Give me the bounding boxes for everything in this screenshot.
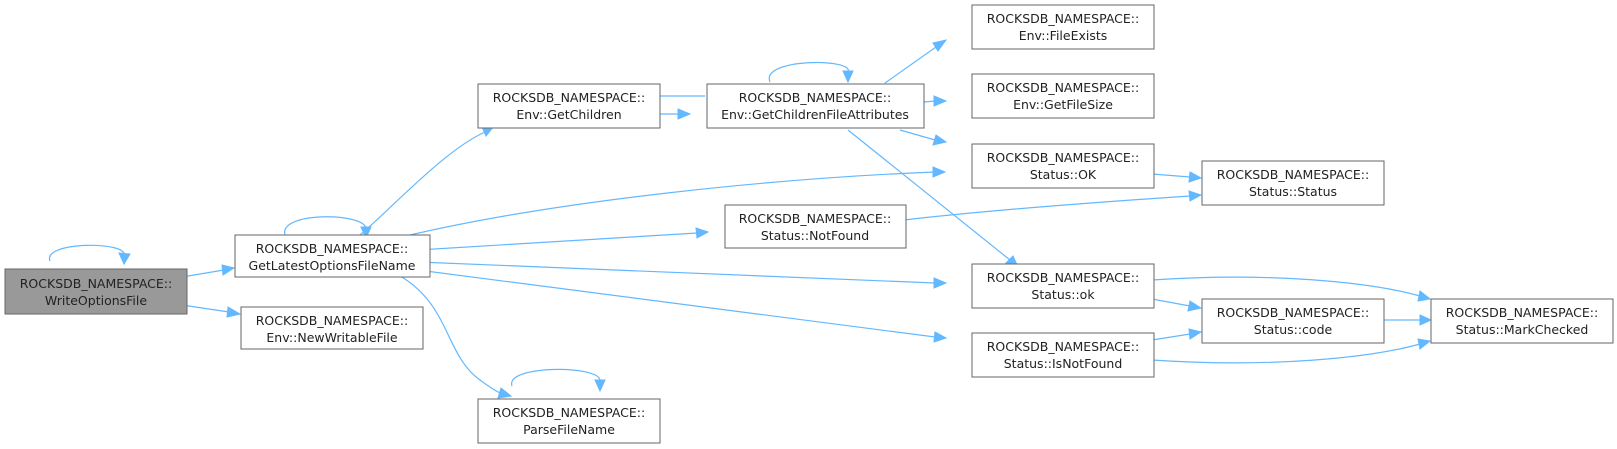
node-get-latest-options-file-name-line1: ROCKSDB_NAMESPACE:: [256, 241, 408, 256]
node-status-mark-checked[interactable]: ROCKSDB_NAMESPACE:: Status::MarkChecked [1430, 298, 1614, 344]
edge-getlatest-statusok-lower [417, 261, 948, 289]
node-env-get-children-line1: ROCKSDB_NAMESPACE:: [493, 90, 645, 105]
node-env-new-writable-file-line1: ROCKSDB_NAMESPACE:: [256, 313, 408, 328]
edge-writeoptionsfile-getlatest [181, 264, 236, 278]
node-status-code[interactable]: ROCKSDB_NAMESPACE:: Status::code [1201, 298, 1385, 344]
node-env-file-exists-line2: Env::FileExists [1019, 28, 1108, 43]
edge-parsefilename-self [511, 368, 606, 393]
edge-isnotfound-markchecked [1151, 338, 1432, 364]
edge-writeoptionsfile-self [49, 244, 131, 266]
node-status-is-not-found-line1: ROCKSDB_NAMESPACE:: [987, 339, 1139, 354]
edge-getlatest-notfound [417, 227, 710, 251]
node-status-not-found[interactable]: ROCKSDB_NAMESPACE:: Status::NotFound [724, 204, 907, 249]
node-env-get-children-file-attributes-line1: ROCKSDB_NAMESPACE:: [739, 90, 891, 105]
node-get-latest-options-file-name-line2: GetLatestOptionsFileName [249, 258, 416, 273]
edge-statusok-lower-code [1151, 298, 1203, 312]
node-env-get-file-size[interactable]: ROCKSDB_NAMESPACE:: Env::GetFileSize [971, 73, 1155, 119]
edge-statusok-statusstatus [1151, 171, 1203, 183]
node-status-ok-lower[interactable]: ROCKSDB_NAMESPACE:: Status::ok [971, 263, 1155, 309]
node-env-get-children-file-attributes[interactable]: ROCKSDB_NAMESPACE:: Env::GetChildrenFile… [706, 83, 925, 129]
node-env-get-file-size-line1: ROCKSDB_NAMESPACE:: [987, 80, 1139, 95]
edge-statusok-lower-markchecked [1151, 276, 1432, 302]
edge-getlatest-parsefilename [399, 275, 513, 399]
node-status-code-line1: ROCKSDB_NAMESPACE:: [1217, 305, 1369, 320]
edge-code-markchecked [1383, 314, 1433, 326]
edge-writeoptionsfile-newwritablefile [181, 304, 242, 318]
edge-getchildrenfileattributes-fileexists [884, 39, 948, 84]
node-status-is-not-found[interactable]: ROCKSDB_NAMESPACE:: Status::IsNotFound [971, 332, 1155, 378]
node-env-get-children[interactable]: ROCKSDB_NAMESPACE:: Env::GetChildren [477, 83, 661, 129]
node-env-get-children-file-attributes-line2: Env::GetChildrenFileAttributes [721, 107, 909, 122]
node-parse-file-name-line2: ParseFileName [523, 422, 615, 437]
edge-getchildrenfileattributes-getfilesize [923, 95, 948, 107]
node-env-file-exists[interactable]: ROCKSDB_NAMESPACE:: Env::FileExists [971, 4, 1155, 50]
node-status-mark-checked-line2: Status::MarkChecked [1456, 322, 1589, 337]
node-status-ok-lower-line2: Status::ok [1031, 287, 1095, 302]
node-env-new-writable-file-line2: Env::NewWritableFile [266, 330, 398, 345]
edge-getlatest-getchildren [359, 125, 496, 236]
node-parse-file-name-line1: ROCKSDB_NAMESPACE:: [493, 405, 645, 420]
node-status-ok-upper[interactable]: ROCKSDB_NAMESPACE:: Status::OK [971, 143, 1155, 189]
node-env-file-exists-line1: ROCKSDB_NAMESPACE:: [987, 11, 1139, 26]
node-status-ok-lower-line1: ROCKSDB_NAMESPACE:: [987, 270, 1139, 285]
node-parse-file-name[interactable]: ROCKSDB_NAMESPACE:: ParseFileName [477, 398, 661, 444]
node-status-ok-upper-line1: ROCKSDB_NAMESPACE:: [987, 150, 1139, 165]
node-env-get-children-line2: Env::GetChildren [516, 107, 621, 122]
edge-getchildrenfileattributes-self [768, 61, 854, 84]
nodes: ROCKSDB_NAMESPACE:: WriteOptionsFile ROC… [4, 4, 1614, 444]
edge-notfound-statusstatus [903, 190, 1203, 221]
node-status-ok-upper-line2: Status::OK [1030, 167, 1097, 182]
node-write-options-file-line2: WriteOptionsFile [45, 293, 147, 308]
node-status-not-found-line2: Status::NotFound [761, 228, 869, 243]
node-status-mark-checked-line1: ROCKSDB_NAMESPACE:: [1446, 305, 1598, 320]
edge-getchildrenfileattributes-statusok [899, 129, 948, 146]
node-write-options-file[interactable]: ROCKSDB_NAMESPACE:: WriteOptionsFile [4, 268, 188, 315]
edge-getlatest-statusok [409, 166, 947, 236]
node-env-new-writable-file[interactable]: ROCKSDB_NAMESPACE:: Env::NewWritableFile [240, 306, 424, 350]
node-status-not-found-line1: ROCKSDB_NAMESPACE:: [739, 211, 891, 226]
node-status-status-line1: ROCKSDB_NAMESPACE:: [1217, 167, 1369, 182]
node-status-is-not-found-line2: Status::IsNotFound [1004, 356, 1123, 371]
node-status-code-line2: Status::code [1254, 322, 1333, 337]
node-status-status-line2: Status::Status [1249, 184, 1337, 199]
edge-isnotfound-code [1151, 328, 1203, 341]
node-get-latest-options-file-name[interactable]: ROCKSDB_NAMESPACE:: GetLatestOptionsFile… [234, 234, 431, 278]
node-status-status[interactable]: ROCKSDB_NAMESPACE:: Status::Status [1201, 160, 1385, 206]
edge-getlatest-isnotfound [417, 269, 948, 343]
node-write-options-file-line1: ROCKSDB_NAMESPACE:: [20, 276, 172, 291]
node-env-get-file-size-line2: Env::GetFileSize [1013, 97, 1113, 112]
